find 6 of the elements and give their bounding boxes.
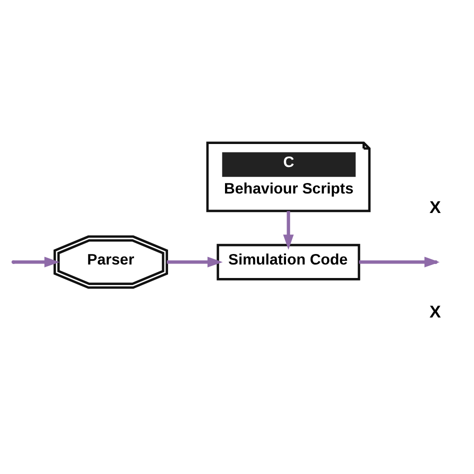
label: X [430,302,441,322]
arrow [166,256,223,268]
arrow [283,211,294,250]
node-box: Simulation Code [216,244,360,280]
arrow [14,256,60,268]
label: X [430,198,441,218]
